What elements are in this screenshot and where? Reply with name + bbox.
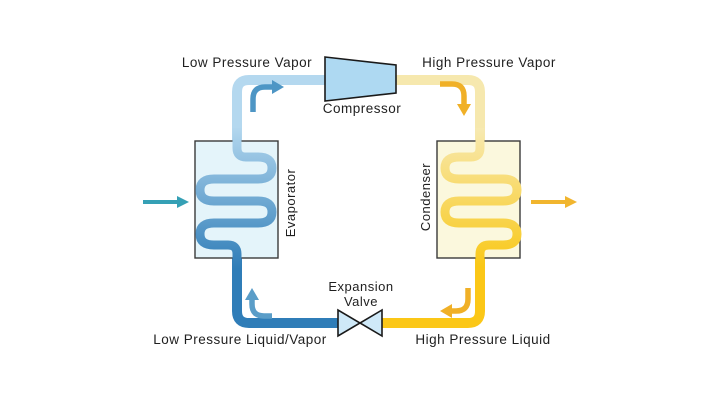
label-compressor: Compressor — [323, 101, 402, 116]
flow-arrow-compressor-to-condenser-icon — [440, 81, 471, 116]
label-expansion-valve-line1: Expansion — [328, 279, 393, 294]
flow-arrow-valve-to-evaporator-icon — [245, 288, 272, 319]
expansion-valve-right-triangle — [358, 308, 383, 338]
label-low-pressure-liquid-vapor: Low Pressure Liquid/Vapor — [153, 332, 327, 347]
label-condenser: Condenser — [418, 163, 433, 231]
label-evaporator: Evaporator — [283, 169, 298, 238]
compressor-shape — [324, 56, 397, 102]
label-low-pressure-vapor: Low Pressure Vapor — [182, 55, 312, 70]
label-high-pressure-vapor: High Pressure Vapor — [422, 55, 556, 70]
pipe-low-pressure-vapor — [232, 75, 330, 150]
flow-arrow-condenser-to-valve-icon — [440, 288, 471, 318]
pipe-high-pressure-liquid — [372, 250, 485, 328]
pipe-low-pressure-liquid-vapor — [232, 250, 348, 328]
flow-arrow-evaporator-to-compressor-icon — [250, 80, 284, 112]
label-high-pressure-liquid: High Pressure Liquid — [415, 332, 550, 347]
air-in-arrow-icon — [143, 196, 189, 208]
evaporator-coil — [195, 128, 277, 268]
pipe-high-pressure-vapor — [392, 75, 485, 150]
expansion-valve-shape — [337, 308, 383, 338]
air-out-arrow-icon — [531, 196, 577, 208]
condenser-coil — [440, 128, 522, 268]
label-expansion-valve-line2: Valve — [344, 294, 378, 309]
expansion-valve-left-triangle — [337, 308, 362, 338]
